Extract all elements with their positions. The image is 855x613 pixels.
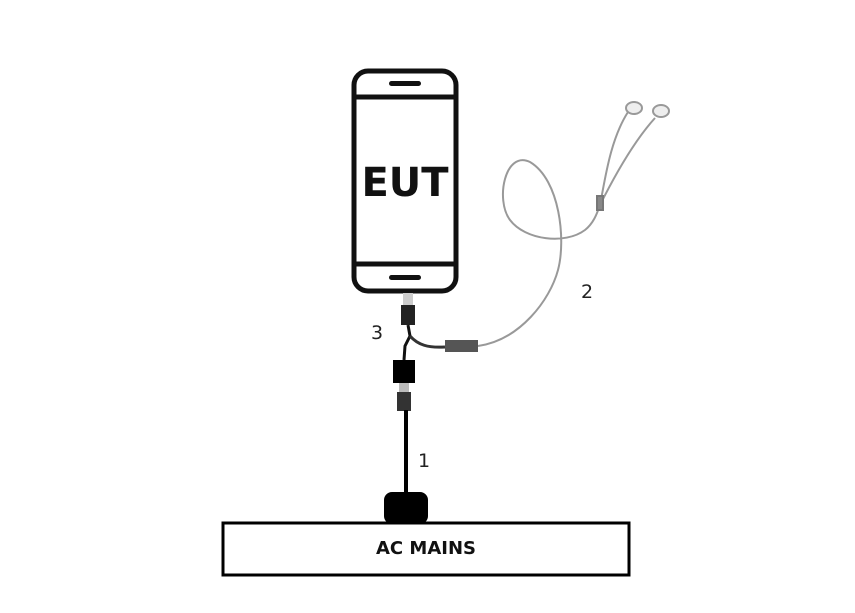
phone-eut bbox=[351, 68, 459, 294]
cable-3-adapter bbox=[393, 293, 478, 411]
eut-label: EUT bbox=[361, 160, 449, 206]
ac-mains-label: AC MAINS bbox=[376, 538, 476, 559]
cable-label-1: 1 bbox=[418, 450, 431, 472]
cable-label-2: 2 bbox=[581, 281, 594, 303]
cable-1-charger bbox=[384, 410, 428, 524]
earphones bbox=[477, 101, 670, 347]
cable-label-3: 3 bbox=[371, 322, 384, 344]
ac-mains-box bbox=[221, 521, 631, 577]
